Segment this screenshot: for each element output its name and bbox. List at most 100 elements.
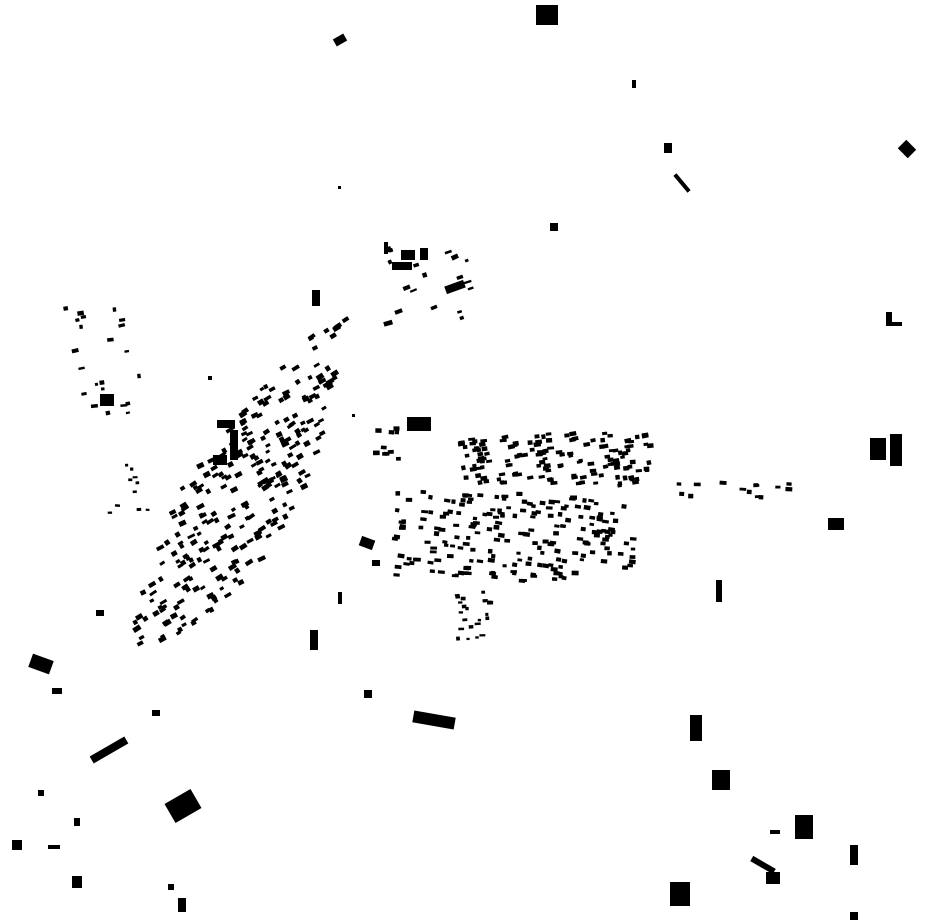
building [157, 604, 163, 610]
building [456, 309, 463, 314]
building [303, 427, 310, 433]
building [472, 463, 477, 468]
building [329, 332, 337, 340]
building [233, 567, 241, 575]
building [178, 519, 187, 528]
building [578, 458, 584, 463]
building [588, 498, 595, 503]
building [536, 562, 543, 568]
building [106, 337, 114, 342]
building [593, 501, 599, 506]
building [890, 434, 902, 466]
building [412, 262, 420, 268]
building [279, 364, 287, 371]
building [282, 392, 291, 401]
building [137, 373, 141, 379]
building [220, 533, 229, 541]
building [795, 815, 813, 839]
building [421, 272, 428, 278]
building [629, 555, 636, 560]
building [225, 428, 232, 434]
building [444, 279, 466, 295]
building [531, 510, 538, 516]
building [232, 577, 239, 584]
building [429, 569, 436, 574]
building [554, 500, 561, 504]
building [233, 558, 240, 565]
building [219, 586, 225, 591]
building [557, 463, 563, 469]
building [230, 544, 240, 553]
building [476, 447, 482, 453]
building [514, 454, 520, 459]
building [467, 497, 474, 502]
building [487, 557, 496, 563]
building [213, 455, 227, 465]
building [241, 407, 250, 415]
building [240, 430, 248, 437]
building [468, 624, 474, 629]
building [456, 510, 462, 516]
building [608, 448, 615, 453]
building [227, 533, 235, 540]
building [287, 452, 294, 458]
building [333, 322, 343, 331]
building [483, 479, 490, 484]
building [604, 546, 610, 551]
building [255, 412, 263, 419]
building [634, 476, 640, 482]
building [477, 618, 482, 622]
building [189, 480, 198, 488]
building [294, 440, 301, 447]
building [459, 315, 465, 321]
building [542, 539, 549, 544]
building [412, 557, 419, 562]
building [241, 452, 249, 459]
building [227, 512, 236, 520]
building [251, 395, 259, 402]
building [268, 386, 276, 393]
building [173, 581, 181, 589]
building [511, 562, 518, 568]
building [290, 461, 300, 469]
building [118, 317, 126, 323]
building [282, 416, 290, 423]
building [578, 514, 584, 519]
building [462, 541, 470, 547]
building [134, 612, 144, 621]
building [465, 565, 472, 570]
building [716, 580, 722, 602]
building [278, 436, 286, 443]
building [497, 511, 505, 516]
building [388, 247, 394, 253]
building [380, 445, 387, 450]
building [294, 427, 302, 435]
building [601, 431, 608, 436]
building [621, 450, 629, 456]
building [555, 450, 563, 455]
building [627, 464, 633, 469]
building [239, 417, 248, 426]
building [604, 454, 611, 459]
building [75, 318, 80, 323]
building [259, 386, 265, 392]
building [480, 465, 485, 470]
building [206, 592, 215, 600]
building [531, 504, 536, 509]
building [485, 616, 490, 621]
building [593, 481, 599, 485]
building [542, 456, 548, 461]
building [257, 555, 267, 563]
building [433, 526, 441, 531]
building [566, 451, 574, 456]
building [542, 563, 550, 569]
building [210, 464, 218, 472]
building [532, 541, 538, 546]
building [215, 573, 225, 582]
building [132, 490, 137, 494]
building [162, 618, 172, 627]
building [485, 459, 493, 464]
building [628, 439, 635, 444]
building [212, 597, 219, 604]
building [474, 531, 481, 535]
